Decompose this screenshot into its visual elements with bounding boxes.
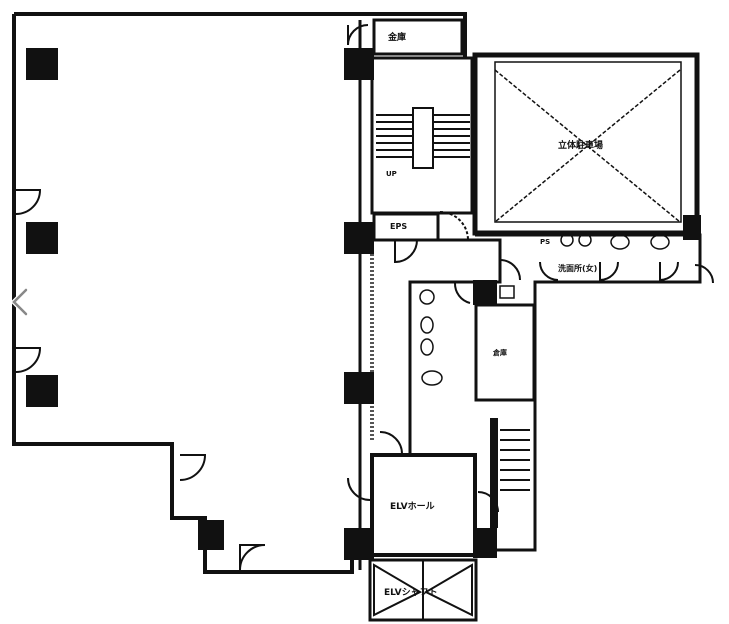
safe-room [372, 18, 464, 56]
label-ps: PS [540, 238, 551, 246]
label-parking: 立体駐車場 [558, 141, 604, 151]
label-restroom-women: 洗面所(女) [558, 264, 598, 273]
label-elv-hall: ELVホール [390, 502, 435, 512]
parking-area [472, 52, 700, 236]
label-eps: EPS [390, 222, 408, 231]
office-outline [12, 12, 467, 574]
restroom-wall [475, 233, 702, 552]
prev-image-button[interactable] [4, 284, 36, 320]
columns [26, 48, 701, 560]
label-elv-shaft: ELVシャフト [384, 588, 438, 598]
storage-room [474, 303, 536, 402]
label-safe: 金庫 [388, 33, 407, 43]
label-storage: 倉庫 [493, 349, 507, 357]
label-up: UP [386, 170, 397, 178]
elv-hall-room [370, 453, 477, 557]
chevron-left-icon [10, 287, 29, 317]
